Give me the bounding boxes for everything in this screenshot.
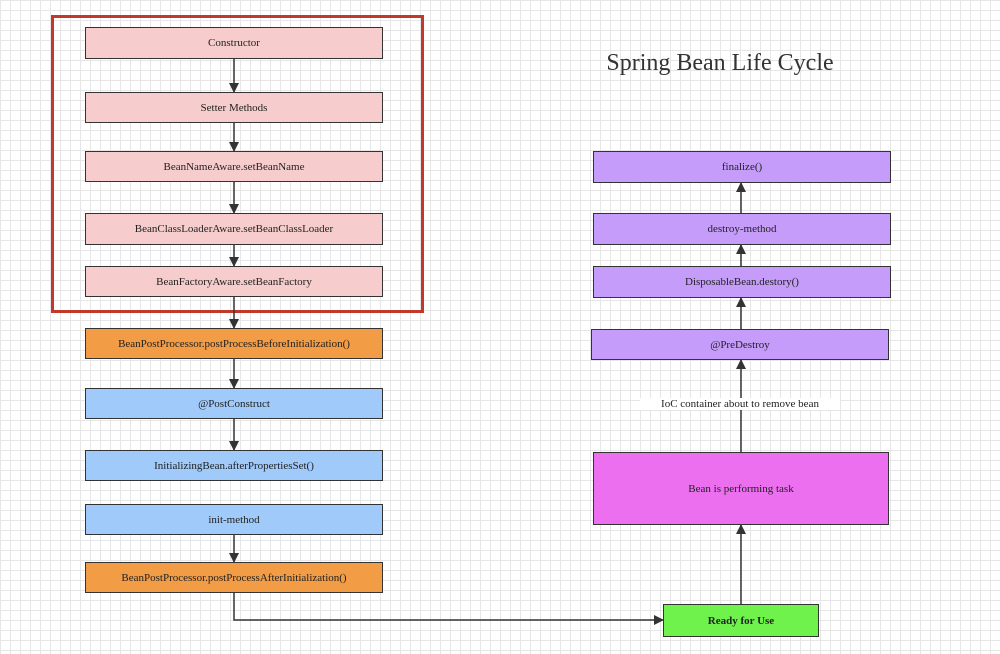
after-properties-set-box: InitializingBean.afterPropertiesSet() <box>85 450 383 481</box>
aware-steps-highlight-frame <box>51 15 424 313</box>
init-method-box: init-method <box>85 504 383 535</box>
performing-task-box: Bean is performing task <box>593 452 889 525</box>
set-bean-class-loader-box: BeanClassLoaderAware.setBeanClassLoader <box>85 213 383 245</box>
diagram-title: Spring Bean Life Cycle <box>606 50 834 76</box>
ready-for-use-box: Ready for Use <box>663 604 819 637</box>
post-process-before-box: BeanPostProcessor.postProcessBeforeIniti… <box>85 328 383 359</box>
set-bean-factory-box: BeanFactoryAware.setBeanFactory <box>85 266 383 297</box>
disposable-destroy-box: DisposableBean.destory() <box>593 266 891 298</box>
post-construct-box: @PostConstruct <box>85 388 383 419</box>
constructor-box: Constructor <box>85 27 383 59</box>
remove-bean-label: IoC container about to remove bean <box>640 398 840 410</box>
post-process-after-box: BeanPostProcessor.postProcessAfterInitia… <box>85 562 383 593</box>
pre-destroy-box: @PreDestroy <box>591 329 889 360</box>
destroy-method-box: destroy-method <box>593 213 891 245</box>
finalize-box: finalize() <box>593 151 891 183</box>
setter-methods-box: Setter Methods <box>85 92 383 123</box>
arrow-after-to-ready <box>233 593 664 625</box>
set-bean-name-box: BeanNameAware.setBeanName <box>85 151 383 182</box>
